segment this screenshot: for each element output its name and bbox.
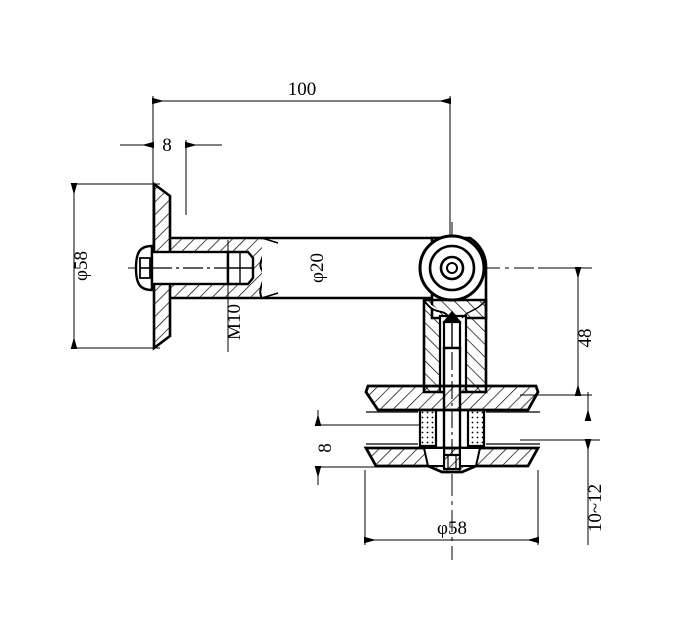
- dimension-texts: 100 8 φ58 M10 φ20 48 10~12 8 φ58: [71, 79, 606, 539]
- dim-d58-left-text: φ58: [71, 251, 92, 281]
- dim-d20-text: φ20: [307, 253, 328, 283]
- dimension-lines: [70, 96, 600, 545]
- dim-8-top-text: 8: [162, 135, 172, 156]
- socket-bolt: [134, 244, 255, 292]
- dim-100-text: 100: [288, 79, 317, 100]
- dim-10-12-text: 10~12: [585, 484, 606, 532]
- pivot-joint: [418, 234, 488, 320]
- dim-8-bottom-text: 8: [315, 443, 336, 453]
- dim-48-text: 48: [575, 329, 596, 348]
- glass-panel: [366, 411, 540, 445]
- upper-clamp-disc: [364, 384, 540, 448]
- dim-d58-bottom-text: φ58: [437, 518, 467, 539]
- lower-clamp-disc: [363, 446, 541, 474]
- dim-m10-text: M10: [224, 304, 245, 340]
